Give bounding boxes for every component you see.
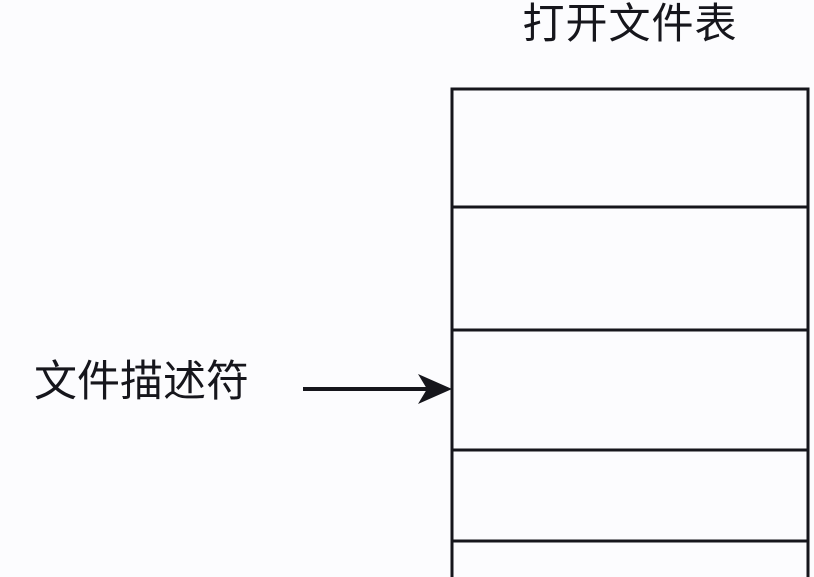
arrow-head-icon	[418, 374, 452, 404]
file-descriptor-label: 文件描述符	[34, 357, 249, 407]
page-title: 打开文件表	[522, 0, 738, 48]
